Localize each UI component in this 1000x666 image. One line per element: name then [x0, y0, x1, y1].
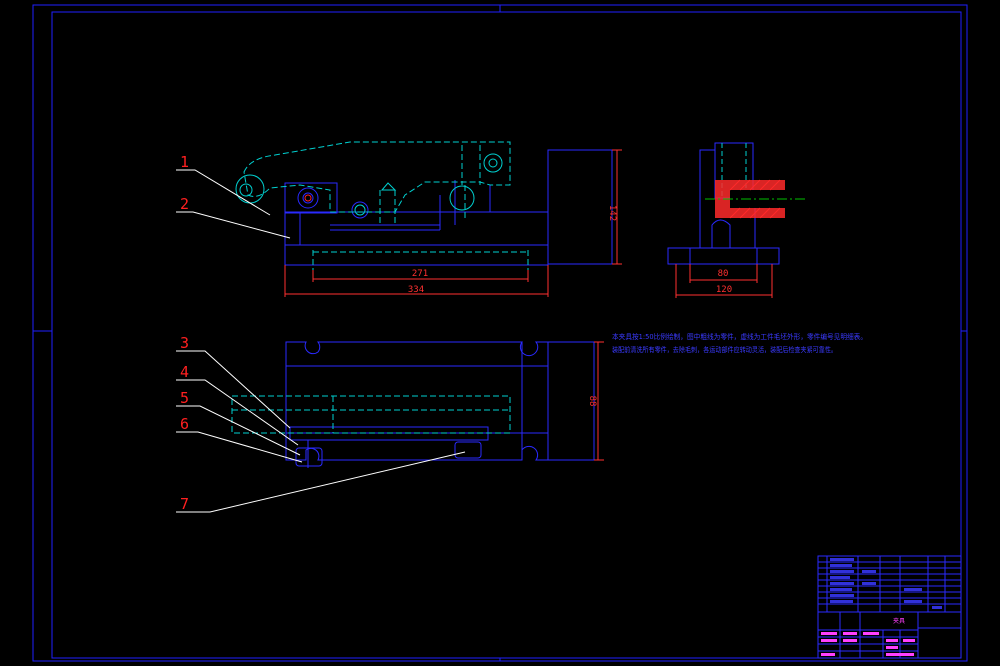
- title-block: 夹具: [817, 555, 962, 659]
- title-block-signature-fields: [821, 632, 915, 656]
- leader-1: [176, 169, 271, 216]
- part-number-4: 4: [180, 363, 189, 381]
- part-number-1: 1: [180, 153, 189, 171]
- dim-side-inner-width: 80: [718, 269, 729, 279]
- part-number-5: 5: [180, 389, 189, 407]
- side-hidden-lines: [721, 143, 747, 198]
- dim-front-inner-length: 271: [412, 269, 428, 279]
- technical-note: 本夹具按1:50比例绘制，图中粗线为零件，虚线为工件毛坯外形，零件编号见明细表。…: [612, 332, 867, 354]
- drawing-frame: [32, 4, 968, 662]
- title-block-outline: [817, 555, 962, 659]
- part-number-3: 3: [180, 334, 189, 352]
- technical-note-line-1: 本夹具按1:50比例绘制，图中粗线为零件，虚线为工件毛坯外形，零件编号见明细表。: [612, 332, 867, 341]
- front-pin-center: [304, 194, 312, 202]
- part-number-7: 7: [180, 495, 189, 513]
- front-view: [235, 141, 613, 280]
- top-view: [231, 341, 595, 468]
- dim-front-overall-length: 334: [408, 285, 424, 295]
- technical-note-line-2: 装配前清洗所有零件，去除毛刺，各运动部件应转动灵活，装配后检查夹紧可靠性。: [612, 345, 837, 354]
- dim-side-overall-width: 120: [716, 285, 732, 295]
- leader-3: [176, 350, 291, 429]
- part-number-2: 2: [180, 195, 189, 213]
- title-block-drawing-title: 夹具: [893, 617, 905, 625]
- front-dimensions: 142 271 334: [284, 149, 622, 297]
- front-hidden-lines: [243, 141, 529, 280]
- leader-6: [176, 431, 303, 463]
- title-block-entries: [830, 558, 942, 609]
- leader-4: [176, 379, 299, 446]
- side-view: [667, 142, 805, 265]
- dim-top-width: 88: [587, 396, 597, 407]
- top-hidden-lines: [231, 395, 511, 434]
- front-body-outline: [284, 149, 613, 266]
- front-pin-circle: [297, 187, 319, 209]
- leader-5: [176, 405, 301, 456]
- part-leaders: [176, 169, 466, 513]
- part-number-labels: 1 2 3 4 5 6 7: [180, 153, 189, 513]
- inner-border: [51, 11, 962, 659]
- leader-7: [176, 451, 466, 513]
- leader-2: [176, 211, 291, 239]
- front-hidden-circles: [235, 153, 503, 216]
- top-dimensions: 88: [587, 341, 604, 461]
- part-number-6: 6: [180, 415, 189, 433]
- side-dimensions: 80 120: [675, 264, 773, 298]
- dim-front-height: 142: [607, 205, 617, 221]
